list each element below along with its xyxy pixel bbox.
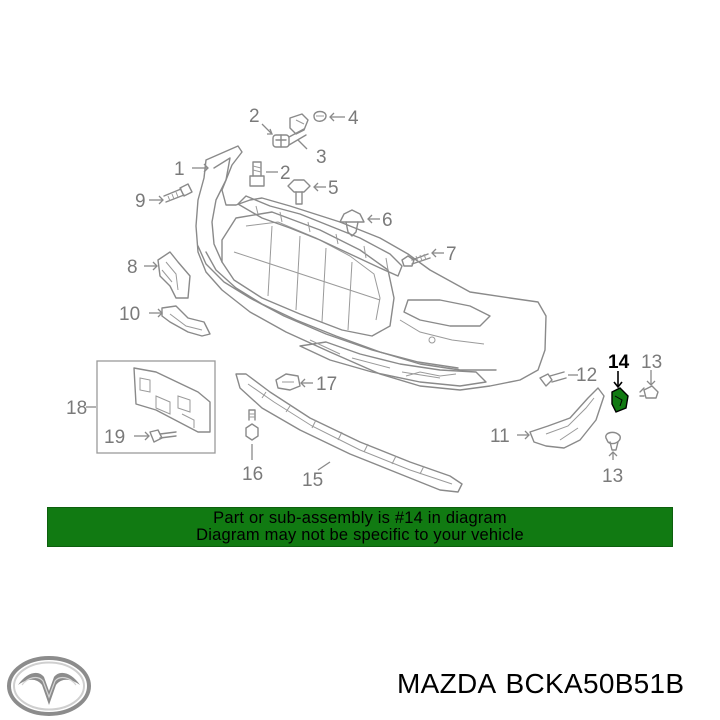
part-7-bolt: [401, 253, 431, 267]
part-10-bracket: [161, 305, 211, 337]
part-number: BCKA50B51B: [505, 668, 685, 699]
callout-10: 10: [119, 304, 140, 325]
callout-16: 16: [242, 464, 263, 485]
callout-12: 12: [576, 365, 597, 386]
part-4-nut: [313, 110, 327, 122]
part-13-clip-lower: [605, 431, 621, 451]
part-2-bolt-upper: [272, 128, 307, 148]
callout-6: 6: [382, 210, 393, 231]
part-12-bolt: [539, 371, 567, 387]
banner-line-1: Part or sub-assembly is #14 in diagram: [213, 509, 507, 527]
parts-diagram: 2 3 4 1 2 5 6 7 9 8 10 17 18 19 16 15 12…: [66, 106, 662, 493]
callout-11: 11: [490, 426, 510, 447]
leader-lines: [86, 112, 656, 471]
callout-1: 1: [174, 159, 185, 180]
mazda-logo-icon: [7, 656, 91, 716]
part-2-bolt-lower: [249, 161, 265, 187]
part-13-clip-upper: [639, 385, 659, 399]
callout-18: 18: [66, 398, 87, 419]
part-identification: MAZDA BCKA50B51B: [397, 668, 684, 700]
callout-17: 17: [316, 374, 337, 395]
callout-15: 15: [302, 470, 323, 491]
bumper-cover: [195, 145, 547, 391]
callout-19: 19: [104, 427, 125, 448]
part-14-highlighted-bracket: [611, 387, 629, 413]
part-19-screw: [149, 429, 177, 443]
part-5-bolt: [287, 179, 311, 205]
part-15-lower-strip: [235, 373, 463, 493]
callout-5: 5: [328, 178, 339, 199]
callout-13-lower: 13: [602, 466, 623, 487]
part-18-license-bracket-box: [96, 360, 216, 454]
part-16-bolt: [245, 409, 259, 441]
callout-8: 8: [127, 257, 138, 278]
callout-2-lower: 2: [280, 163, 291, 184]
callout-13-upper: 13: [641, 352, 662, 373]
callout-3: 3: [316, 147, 327, 168]
part-6-push-clip: [339, 209, 365, 237]
part-11-bracket: [529, 387, 605, 449]
part-3-clip: [289, 113, 309, 135]
callout-14-highlighted: 14: [608, 352, 630, 373]
part-8-bracket: [157, 251, 191, 299]
callout-7: 7: [446, 244, 457, 265]
part-9-bolt: [163, 183, 193, 203]
info-banner: Part or sub-assembly is #14 in diagram D…: [47, 507, 673, 547]
callout-labels: 2 3 4 1 2 5 6 7 9 8 10 17 18 19 16 15 12…: [66, 106, 662, 491]
brand-make: MAZDA: [397, 668, 497, 699]
callout-4: 4: [348, 108, 359, 129]
callout-9: 9: [135, 191, 146, 212]
banner-line-2: Diagram may not be specific to your vehi…: [196, 526, 524, 544]
callout-2-upper: 2: [249, 106, 260, 127]
part-17-clip: [275, 373, 301, 391]
